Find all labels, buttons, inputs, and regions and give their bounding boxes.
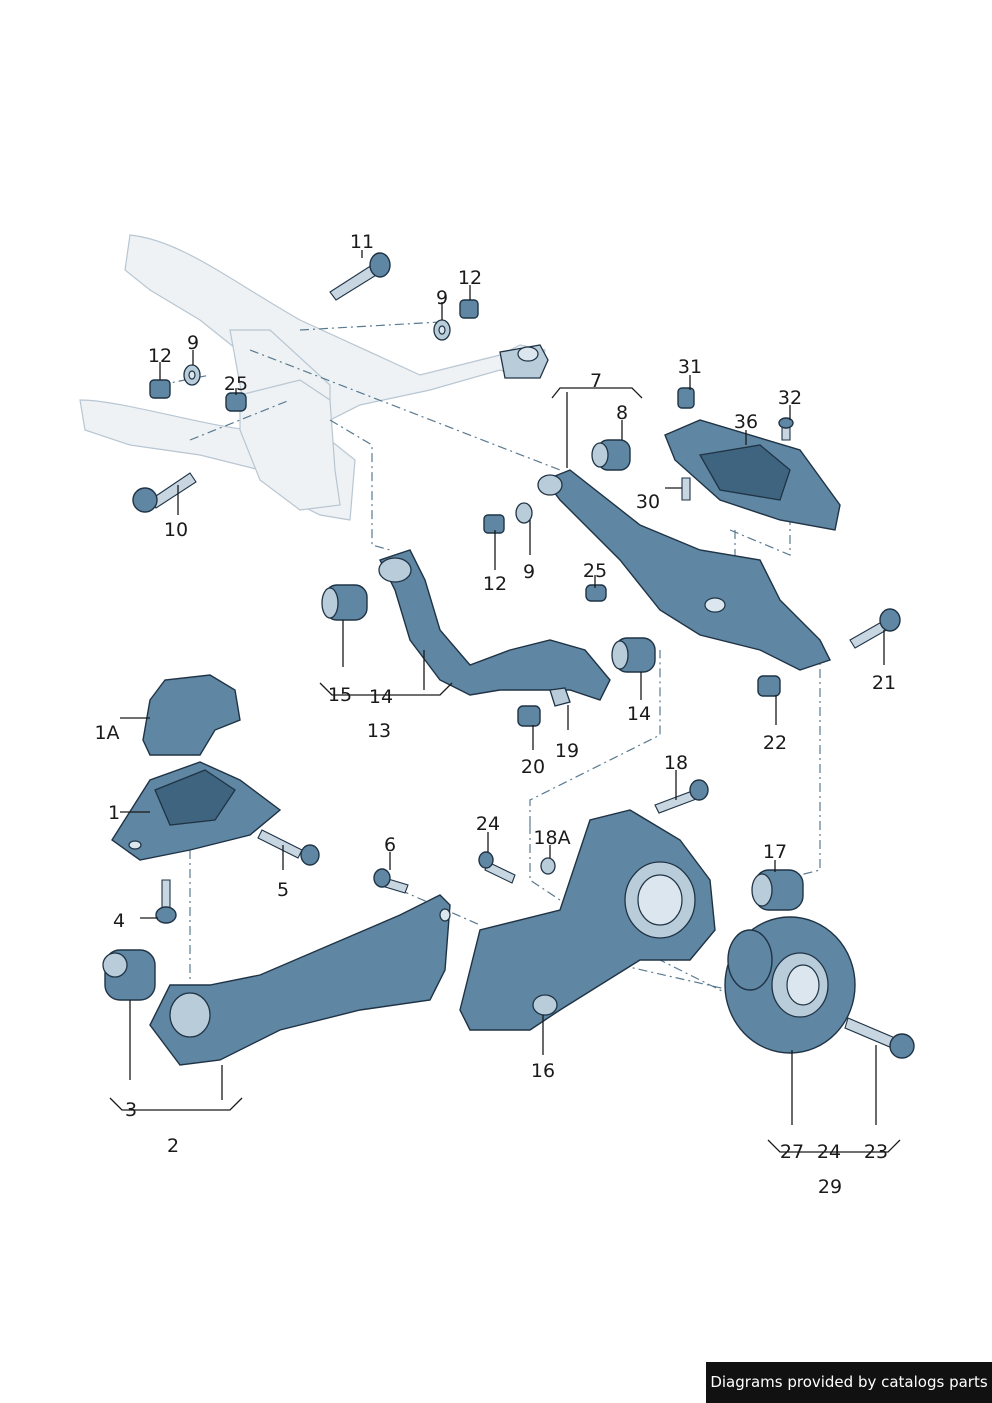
- callout-21: 21: [872, 672, 896, 694]
- callout-10: 10: [164, 519, 188, 541]
- bush-14-part: [611, 637, 656, 673]
- callout-13: 13: [367, 720, 391, 742]
- callout-22: 22: [763, 732, 787, 754]
- callout-5: 5: [277, 879, 289, 901]
- credit-banner: Diagrams provided by catalogs parts: [706, 1362, 992, 1403]
- callout-31: 31: [678, 356, 702, 378]
- nut-31-part: [677, 387, 695, 409]
- screw-32-part: [778, 417, 794, 441]
- callout-1: 1: [108, 802, 120, 824]
- callout-9-left: 9: [187, 332, 199, 354]
- callout-7: 7: [590, 370, 602, 392]
- trailing-link-13-part: [379, 549, 611, 701]
- bush-17-part: [751, 869, 804, 911]
- nut-20-part: [517, 705, 541, 727]
- callout-15: 15: [328, 684, 352, 706]
- bush-8-part: [591, 439, 631, 471]
- parts: [102, 252, 915, 1066]
- bush-15-part: [321, 584, 368, 621]
- subframe-ghost: [79, 234, 549, 521]
- bolt-30-part: [681, 477, 691, 501]
- bush-25-upper-part: [225, 392, 247, 412]
- callout-25-upper: 25: [224, 373, 248, 395]
- callout-4: 4: [113, 910, 125, 932]
- circlip-18A-part: [540, 857, 556, 875]
- callout-24-lower: 24: [817, 1141, 841, 1163]
- callout-29: 29: [818, 1176, 842, 1198]
- callout-2: 2: [167, 1135, 179, 1157]
- bolt-18-part: [654, 779, 709, 814]
- callout-9-middle: 9: [523, 561, 535, 583]
- callout-14-right: 14: [627, 703, 651, 725]
- callout-14-left: 14: [369, 686, 393, 708]
- clip-19-part: [549, 687, 571, 707]
- nut-12-left-part: [149, 379, 171, 399]
- callout-32: 32: [778, 387, 802, 409]
- callout-12-middle: 12: [483, 573, 507, 595]
- callout-9-upper: 9: [436, 287, 448, 309]
- bolt-24-part: [478, 851, 516, 884]
- buffer-1A-part: [142, 674, 241, 756]
- callout-17: 17: [763, 841, 787, 863]
- bush-25-middle-part: [585, 584, 607, 602]
- callout-1A: 1A: [94, 722, 119, 744]
- control-arm-7-part: [543, 469, 831, 671]
- callout-labels: 11 12 9 12 9 25 10 7 8 31 32 36 30 12 9 …: [94, 231, 896, 1198]
- callout-6: 6: [384, 834, 396, 856]
- nut-22-part: [757, 675, 781, 697]
- callout-23: 23: [864, 1141, 888, 1163]
- trailing-arm-2-part: [149, 894, 451, 1066]
- callout-8: 8: [616, 402, 628, 424]
- callout-30: 30: [636, 491, 660, 513]
- callout-20: 20: [521, 756, 545, 778]
- bolt-5-part: [257, 829, 320, 866]
- callout-19: 19: [555, 740, 579, 762]
- bolt-6-part: [373, 868, 409, 894]
- bolt-21-part: [849, 608, 901, 649]
- washer-9-middle-part: [515, 502, 533, 524]
- bolt-23-part: [844, 1017, 915, 1059]
- callout-18: 18: [664, 752, 688, 774]
- callout-16: 16: [531, 1060, 555, 1082]
- callout-24-upper: 24: [476, 813, 500, 835]
- callout-27: 27: [780, 1141, 804, 1163]
- callout-11: 11: [350, 231, 374, 253]
- callout-3: 3: [125, 1099, 137, 1121]
- callout-18A: 18A: [533, 827, 570, 849]
- leader-lines: [109, 250, 901, 1153]
- bolt-11-part: [329, 252, 391, 301]
- wheel-hub-29-part: [724, 916, 856, 1054]
- callout-12-upper: 12: [458, 267, 482, 289]
- nut-12-middle-part: [483, 514, 505, 534]
- nut-12-upper-part: [459, 299, 479, 319]
- callout-12-left: 12: [148, 345, 172, 367]
- bolt-4-part: [155, 879, 177, 924]
- callout-36: 36: [734, 411, 758, 433]
- bush-3-part: [102, 949, 156, 1001]
- callout-25-middle: 25: [583, 560, 607, 582]
- bolt-10-part: [132, 472, 197, 513]
